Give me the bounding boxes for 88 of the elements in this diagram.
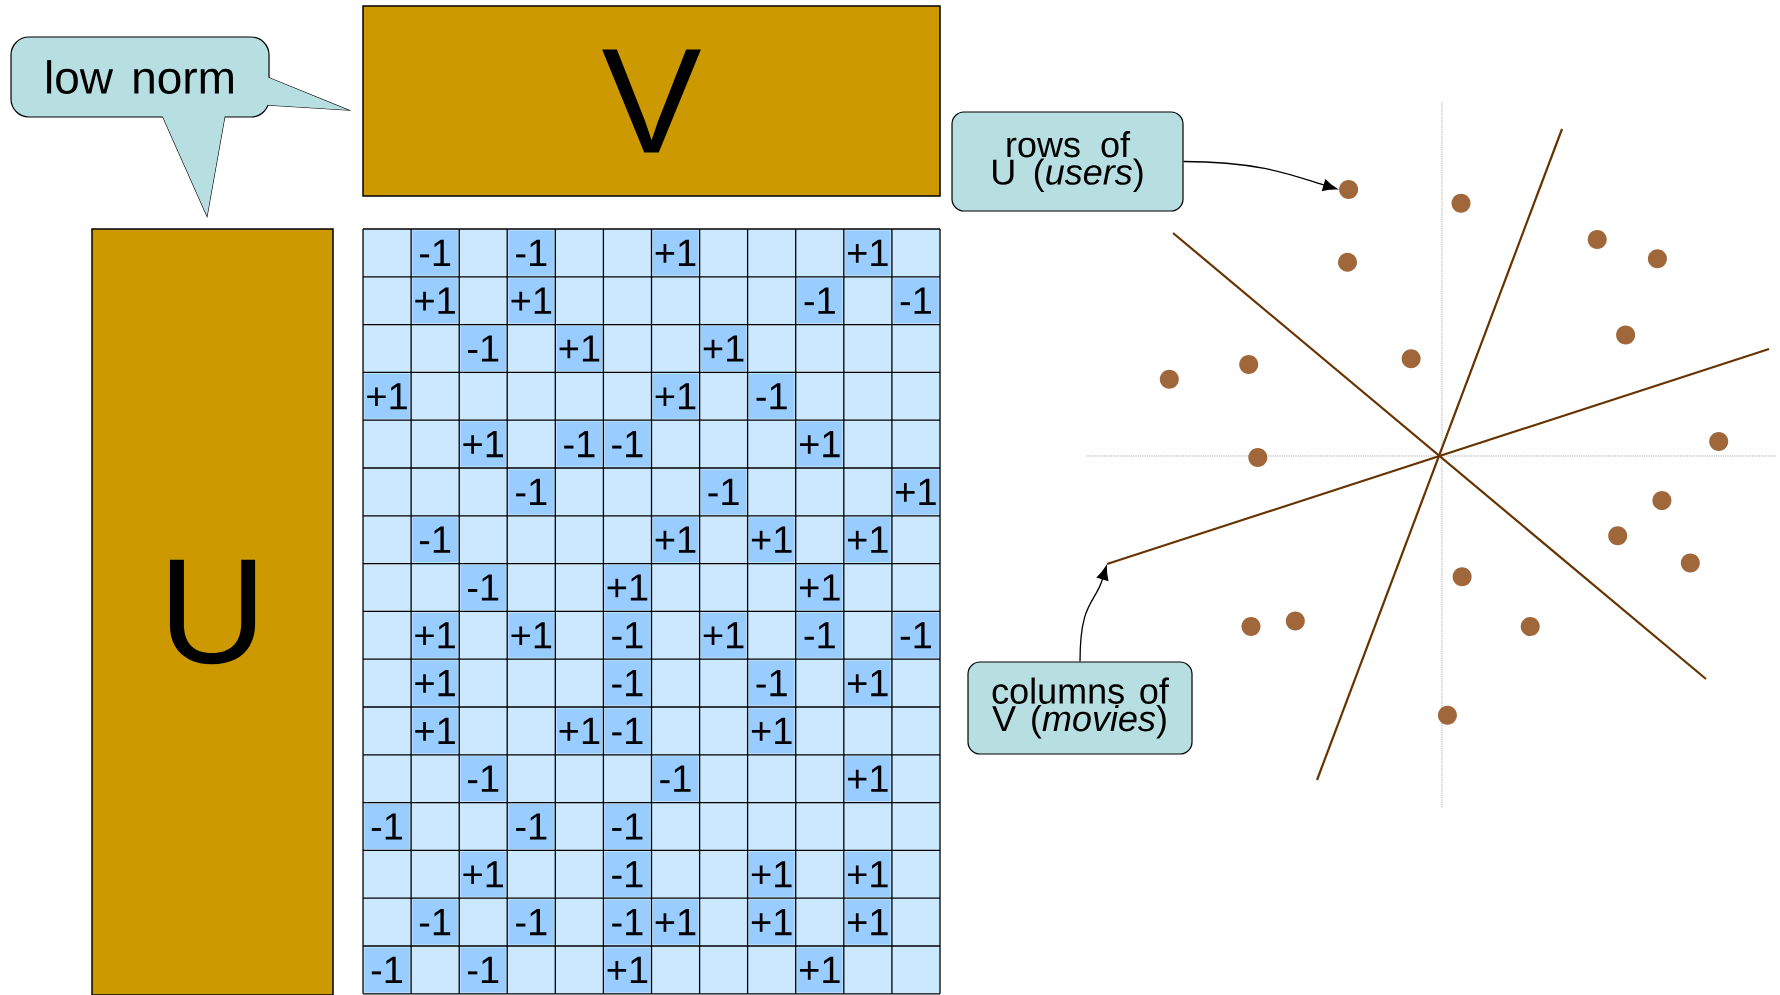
dot [1616, 325, 1636, 345]
matrix-cell: -1 [749, 660, 795, 706]
matrix-cell: +1 [845, 660, 891, 706]
matrix-cell: -1 [412, 230, 458, 276]
matrix-cell: +1 [701, 612, 747, 658]
matrix-cell: -1 [460, 756, 506, 802]
dot [1451, 193, 1471, 213]
matrix-cell: -1 [364, 947, 410, 993]
matrix-cell: +1 [652, 899, 699, 945]
matrix-cell: +1 [845, 899, 891, 945]
matrix-cell: -1 [412, 517, 458, 563]
matrix-cell: -1 [604, 660, 651, 706]
leader-arrow [1079, 565, 1109, 663]
matrix-cell: +1 [845, 230, 891, 276]
matrix-cell: +1 [604, 565, 651, 610]
matrix-cell: +1 [364, 373, 410, 419]
matrix-cell: -1 [604, 708, 651, 754]
matrix-cell: +1 [652, 517, 699, 563]
matrix-cell: +1 [845, 851, 891, 897]
matrix-cell: +1 [460, 851, 506, 897]
dot [1608, 526, 1628, 546]
matrix-cell: +1 [460, 421, 506, 467]
matrix-cell: +1 [797, 565, 843, 610]
label-box: rows of U (users) [951, 111, 1184, 212]
matrix-block: U [91, 228, 334, 995]
matrix-cell: +1 [412, 660, 458, 706]
matrix-cell: -1 [893, 612, 939, 658]
matrix-cell: +1 [508, 612, 554, 658]
matrix-cell: -1 [604, 612, 651, 658]
matrix-cell: -1 [556, 421, 602, 467]
matrix-cell: +1 [652, 230, 699, 276]
dot [1338, 252, 1357, 272]
matrix-cell: -1 [701, 469, 747, 515]
dot [1285, 611, 1305, 631]
dot [1680, 553, 1700, 573]
matrix-cell: +1 [556, 708, 602, 754]
matrix-cell: +1 [749, 851, 795, 897]
matrix-cell: +1 [701, 326, 747, 371]
dot [1520, 617, 1540, 637]
matrix-cell: +1 [797, 947, 843, 993]
dot [1647, 249, 1667, 269]
dot [1401, 349, 1421, 369]
matrix-cell: +1 [749, 517, 795, 563]
matrix-cell: -1 [797, 612, 843, 658]
dot [1437, 705, 1457, 725]
matrix-cell: +1 [797, 421, 843, 467]
matrix-cell: +1 [749, 708, 795, 754]
matrix-cell: -1 [604, 804, 651, 849]
dot [1239, 354, 1259, 374]
matrix-cell: -1 [460, 565, 506, 610]
matrix-cell: +1 [604, 947, 651, 993]
matrix-cell: -1 [652, 756, 699, 802]
matrix-cell: -1 [797, 278, 843, 324]
matrix-cell: +1 [893, 469, 939, 515]
matrix-cell: +1 [412, 708, 458, 754]
matrix-cell: -1 [604, 851, 651, 897]
matrix-block: V [362, 5, 941, 197]
matrix-cell: +1 [749, 899, 795, 945]
matrix-cell: -1 [508, 469, 554, 515]
matrix-cell: -1 [460, 947, 506, 993]
matrix-cell: +1 [412, 612, 458, 658]
matrix-cell: -1 [604, 421, 651, 467]
leader-arrow [1182, 160, 1338, 191]
dot [1652, 491, 1672, 511]
dot [1709, 432, 1729, 452]
dot [1452, 567, 1472, 587]
matrix-cell: -1 [508, 804, 554, 849]
matrix-cell: -1 [749, 373, 795, 419]
matrix-cell: +1 [652, 373, 699, 419]
dot [1241, 617, 1261, 637]
dot [1248, 448, 1268, 467]
matrix-cell: -1 [604, 899, 651, 945]
matrix-cell: +1 [845, 517, 891, 563]
dot [1339, 180, 1359, 200]
matrix-cell: +1 [508, 278, 554, 324]
label-box: columns of V (movies) [967, 661, 1193, 755]
matrix-cell: -1 [364, 804, 410, 849]
matrix-cell: +1 [412, 278, 458, 324]
matrix-cell: -1 [893, 278, 939, 324]
matrix-cell: -1 [508, 230, 554, 276]
dot [1159, 369, 1179, 389]
matrix-cell: -1 [460, 326, 506, 371]
dot [1587, 230, 1607, 249]
speech-bubble: low norm [10, 36, 352, 219]
matrix-cell: -1 [508, 899, 554, 945]
matrix-cell: +1 [845, 756, 891, 802]
matrix-cell: -1 [412, 899, 458, 945]
matrix-cell: +1 [556, 326, 602, 371]
